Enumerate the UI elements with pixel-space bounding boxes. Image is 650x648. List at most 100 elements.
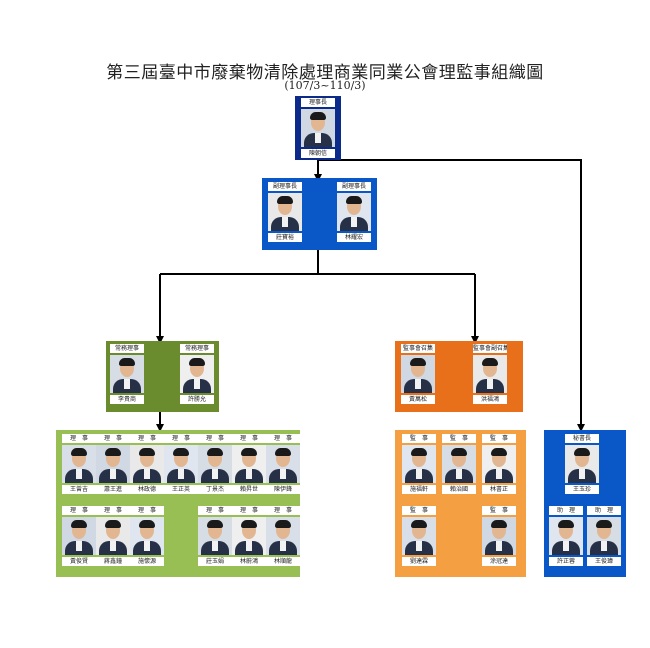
- member-name: 許勝允: [180, 395, 214, 404]
- member-role: 理 事: [266, 434, 300, 443]
- member-name: 王曾吉: [62, 485, 96, 494]
- member-card: 監 事劉達霖: [402, 506, 436, 566]
- member-card: 監 事賴治國: [442, 434, 476, 494]
- member-role: 監 事: [482, 506, 516, 515]
- member-card: 監事會召集黃萬松: [401, 344, 435, 404]
- member-role: 副理事長: [268, 182, 302, 191]
- member-photo: [266, 517, 300, 555]
- member-card: 理 事施懷源: [130, 506, 164, 566]
- member-card: 助 理許正蓉: [549, 506, 583, 566]
- member-card: 理 事林順龍: [266, 506, 300, 566]
- member-photo: [402, 445, 436, 483]
- member-photo: [130, 445, 164, 483]
- member-name: 莊寶裕: [268, 233, 302, 242]
- member-role: 理 事: [232, 506, 266, 515]
- member-name: 洪福鴻: [473, 395, 507, 404]
- member-role: 理 事: [62, 434, 96, 443]
- member-role: 理 事: [198, 434, 232, 443]
- member-photo: [473, 355, 507, 393]
- member-name: 劉達霖: [402, 557, 436, 566]
- member-photo: [164, 445, 198, 483]
- member-photo: [130, 517, 164, 555]
- member-card: 理 事黃俊賢: [62, 506, 96, 566]
- member-role: 理 事: [266, 506, 300, 515]
- member-photo: [266, 445, 300, 483]
- member-photo: [62, 445, 96, 483]
- member-name: 賴治國: [442, 485, 476, 494]
- member-card: 理 事王正英: [164, 434, 198, 494]
- member-role: 理 事: [96, 506, 130, 515]
- member-photo: [337, 193, 371, 231]
- member-photo: [587, 517, 621, 555]
- member-card: 理 事蕭王進: [96, 434, 130, 494]
- member-name: 施懷源: [130, 557, 164, 566]
- member-role: 秘書長: [565, 434, 599, 443]
- member-photo: [442, 445, 476, 483]
- member-card: 理 事林政德: [130, 434, 164, 494]
- member-card: 監 事林書正: [482, 434, 516, 494]
- member-name: 蕭王進: [96, 485, 130, 494]
- member-role: 理事長: [301, 98, 335, 107]
- member-name: 王玉珍: [565, 485, 599, 494]
- member-role: 副理事長: [337, 182, 371, 191]
- member-photo: [96, 445, 130, 483]
- member-name: 王正英: [164, 485, 198, 494]
- member-name: 蔣鑫鐘: [96, 557, 130, 566]
- member-photo: [549, 517, 583, 555]
- member-name: 林政德: [130, 485, 164, 494]
- member-role: 理 事: [96, 434, 130, 443]
- member-photo: [198, 517, 232, 555]
- member-role: 理 事: [198, 506, 232, 515]
- member-photo: [198, 445, 232, 483]
- member-card: 常務理事許勝允: [180, 344, 214, 404]
- member-card: 理 事王曾吉: [62, 434, 96, 494]
- member-role: 理 事: [164, 434, 198, 443]
- member-card: 秘書長王玉珍: [565, 434, 599, 494]
- member-role: 理 事: [62, 506, 96, 515]
- member-photo: [301, 109, 335, 147]
- member-role: 常務理事: [110, 344, 144, 353]
- member-card: 常務理事李貴商: [110, 344, 144, 404]
- member-name: 林順龍: [266, 557, 300, 566]
- member-name: 陳朝信: [301, 149, 335, 158]
- member-card: 監 事施福軒: [402, 434, 436, 494]
- chart-subtitle: (107/3~110/3): [284, 79, 366, 92]
- member-name: 許正蓉: [549, 557, 583, 566]
- member-name: 林耀宏: [337, 233, 371, 242]
- member-name: 林書正: [482, 485, 516, 494]
- member-role: 助 理: [549, 506, 583, 515]
- member-name: 黃俊賢: [62, 557, 96, 566]
- member-photo: [402, 517, 436, 555]
- member-name: 丁景杰: [198, 485, 232, 494]
- member-card: 理 事莊玉娟: [198, 506, 232, 566]
- member-card: 理 事賴昇世: [232, 434, 266, 494]
- member-name: 王俊瑋: [587, 557, 621, 566]
- member-card: 監事會副召集洪福鴻: [473, 344, 507, 404]
- member-photo: [482, 445, 516, 483]
- member-photo: [62, 517, 96, 555]
- member-role: 監 事: [482, 434, 516, 443]
- member-card: 理 事蔣鑫鐘: [96, 506, 130, 566]
- member-photo: [232, 445, 266, 483]
- member-photo: [482, 517, 516, 555]
- member-role: 常務理事: [180, 344, 214, 353]
- member-role: 監 事: [402, 506, 436, 515]
- member-photo: [96, 517, 130, 555]
- member-role: 理 事: [232, 434, 266, 443]
- member-role: 理 事: [130, 506, 164, 515]
- member-name: 賴昇世: [232, 485, 266, 494]
- member-role: 監 事: [402, 434, 436, 443]
- member-card: 理 事林蔚鴻: [232, 506, 266, 566]
- member-name: 莊玉娟: [198, 557, 232, 566]
- member-photo: [401, 355, 435, 393]
- member-photo: [180, 355, 214, 393]
- arrow-chairman-to-secretariat: [318, 159, 585, 432]
- member-role: 監事會副召集: [473, 344, 507, 353]
- member-card: 副理事長莊寶裕: [268, 182, 302, 242]
- member-card: 助 理王俊瑋: [587, 506, 621, 566]
- member-card: 理 事丁景杰: [198, 434, 232, 494]
- member-role: 監 事: [442, 434, 476, 443]
- member-name: 林蔚鴻: [232, 557, 266, 566]
- member-photo: [110, 355, 144, 393]
